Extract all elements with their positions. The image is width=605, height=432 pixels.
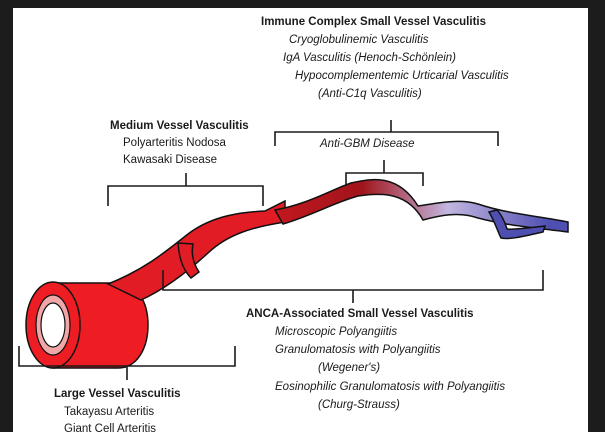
- anca-item: Microscopic Polyangiitis: [275, 324, 397, 341]
- anca-title: ANCA-Associated Small Vessel Vasculitis: [246, 306, 474, 323]
- immune-complex-item: Cryoglobulinemic Vasculitis: [289, 32, 429, 49]
- medium-vessel-item: Polyarteritis Nodosa: [123, 135, 226, 152]
- anca-item: (Wegener's): [318, 360, 380, 377]
- diagram-canvas: Immune Complex Small Vessel Vasculitis C…: [13, 8, 588, 432]
- anca-item: Eosinophilic Granulomatosis with Polyang…: [275, 379, 505, 396]
- anca-item: (Churg-Strauss): [318, 397, 400, 414]
- immune-complex-title: Immune Complex Small Vessel Vasculitis: [261, 14, 486, 31]
- large-vessel-title: Large Vessel Vasculitis: [54, 386, 181, 403]
- large-vessel-item: Giant Cell Arteritis: [64, 421, 156, 432]
- large-vessel-item: Takayasu Arteritis: [64, 404, 154, 421]
- anca-bracket: [163, 270, 543, 303]
- medium-vessel-item: Kawasaki Disease: [123, 152, 217, 169]
- immune-complex-item: Hypocomplementemic Urticarial Vasculitis: [295, 68, 509, 85]
- medium-artery-shape: [108, 201, 285, 300]
- small-vessel-shape: [275, 180, 568, 232]
- medium-vessel-bracket: [108, 173, 263, 206]
- anca-item: Granulomatosis with Polyangiitis: [275, 342, 441, 359]
- immune-complex-item: IgA Vasculitis (Henoch-Schönlein): [283, 50, 456, 67]
- medium-vessel-title: Medium Vessel Vasculitis: [110, 118, 249, 135]
- immune-complex-item: (Anti-C1q Vasculitis): [318, 86, 422, 103]
- anti-gbm-title: Anti-GBM Disease: [320, 136, 415, 153]
